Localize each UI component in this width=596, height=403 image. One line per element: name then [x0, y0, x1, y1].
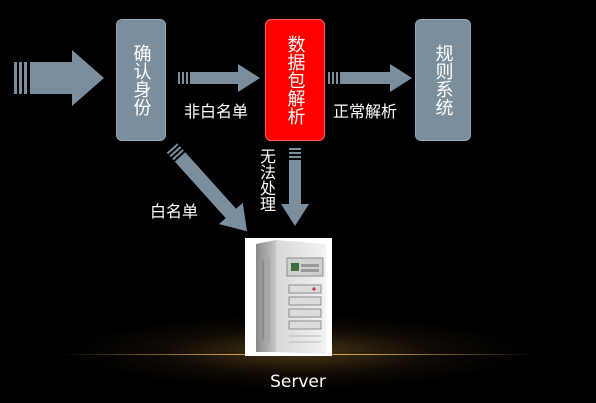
node-identity-label: 确认身份	[130, 44, 152, 116]
node-rules-system: 规则系统	[415, 19, 471, 141]
node-packet-parse-label: 数据包解析	[284, 35, 306, 125]
label-normal-parse: 正常解析	[333, 102, 398, 121]
arrow-parse-to-rules	[328, 64, 412, 92]
node-rules-system-label: 规则系统	[432, 44, 454, 116]
server-image	[245, 238, 332, 356]
node-identity: 确认身份	[116, 19, 166, 141]
server-label: Server	[270, 372, 326, 392]
arrow-identity-to-parse	[178, 64, 260, 92]
label-cannot-process: 无法处理	[257, 148, 276, 212]
input-arrow	[14, 50, 104, 106]
label-whitelist: 白名单	[150, 202, 199, 221]
label-non-whitelist: 非白名单	[184, 102, 249, 121]
arrow-parse-to-server	[281, 148, 309, 226]
arrow-identity-to-server	[166, 143, 247, 232]
node-packet-parse: 数据包解析	[265, 19, 325, 141]
